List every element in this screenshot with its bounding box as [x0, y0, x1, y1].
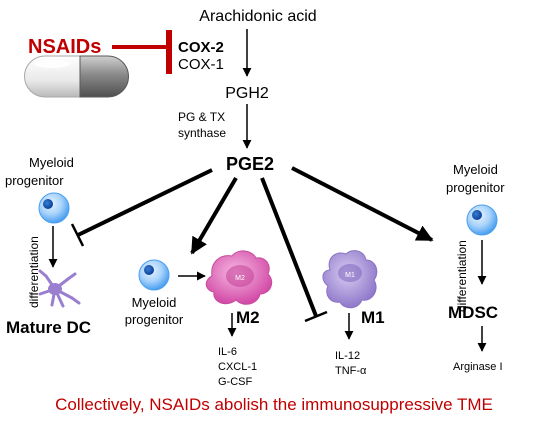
dc-inhibition-bar: [70, 223, 85, 247]
mature-dc-label: Mature DC: [6, 318, 91, 337]
capsule-icon: [24, 55, 129, 98]
m2-output-2: CXCL-1: [218, 361, 257, 373]
pge2-to-mdsc-arrow: [291, 166, 434, 242]
m2-cell-badge: M2: [235, 275, 245, 282]
m1-label: M1: [361, 308, 385, 327]
pge2-to-dc-inhibition-line: [77, 168, 213, 237]
m2-label: M2: [236, 308, 260, 327]
m1-macrophage-cell: [322, 250, 378, 309]
left-progenitor-label-line2: progenitor: [5, 173, 64, 188]
m1-output-1: IL-12: [335, 350, 360, 362]
m2-progenitor-label-line2: progenitor: [125, 312, 184, 327]
pge2-to-m2-arrow: [190, 176, 238, 255]
synthase-label-line2: synthase: [178, 126, 226, 140]
pgh2-label: PGH2: [225, 85, 269, 102]
m2-output-3: G-CSF: [218, 376, 253, 388]
left-differentiation-label: differentiation: [27, 236, 41, 308]
caption: Collectively, NSAIDs abolish the immunos…: [55, 395, 493, 414]
cox1-label: COX-1: [178, 56, 224, 73]
pge2-label: PGE2: [226, 154, 274, 174]
nsaids-label: NSAIDs: [28, 36, 101, 58]
m2-progenitor-cell: [138, 259, 170, 291]
pge2-to-m1-inhibition-line: [260, 177, 318, 317]
synthase-label-line1: PG & TX: [178, 110, 225, 124]
right-progenitor-label-line2: progenitor: [446, 180, 505, 195]
right-differentiation-label: differentiation: [455, 240, 469, 312]
mdsc-label: MDSC: [448, 303, 498, 322]
m2-output-1: IL-6: [218, 346, 237, 358]
mdsc-output: Arginase I: [453, 361, 503, 373]
cox2-label: COX-2: [178, 39, 224, 56]
right-progenitor-label-line1: Myeloid: [453, 162, 498, 177]
substrate-label: Arachidonic acid: [199, 8, 316, 25]
left-progenitor-label-line1: Myeloid: [29, 155, 74, 170]
m2-progenitor-label-line1: Myeloid: [132, 295, 177, 310]
dendritic-cell: [38, 269, 81, 308]
m1-output-2: TNF-α: [335, 365, 367, 377]
right-progenitor-cell: [466, 204, 498, 236]
m1-inhibition-bar: [304, 310, 328, 323]
m1-cell-badge: M1: [345, 272, 355, 279]
m2-macrophage-cell: [205, 250, 273, 305]
left-progenitor-cell: [38, 192, 70, 224]
